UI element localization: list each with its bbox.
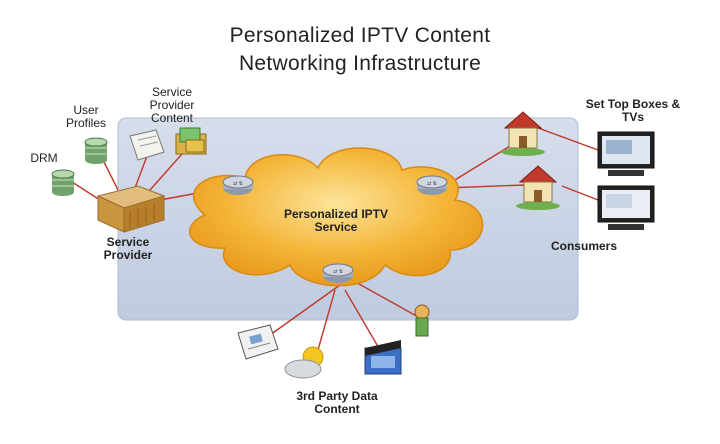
tv-monitor-icon [597,185,655,230]
service-provider-label: Service Provider [103,235,153,262]
house-icon [516,165,560,210]
diagram-title-line-2: Networking Infrastructure [238,52,482,75]
svg-text:⇄ ⇅: ⇄ ⇅ [233,181,243,187]
diagram-title-line-1: Personalized IPTV Content [229,24,491,47]
newspaper-icon [237,324,279,360]
clapperboard-icon [364,340,402,375]
weather-icon [284,346,324,379]
house-icon [501,111,545,156]
router-icon: ⇄ ⇅ [322,263,354,283]
set-top-boxes-label: Set Top Boxes & TVs [585,97,681,124]
box-icon [96,185,166,233]
consumers-label: Consumers [550,239,618,253]
service-provider-content-label: Service Provider Content [149,85,195,125]
user-profiles-label: User Profiles [65,103,106,130]
folder-icon [175,127,207,155]
database-icon [84,137,108,164]
third-party-label: 3rd Party Data Content [296,389,378,416]
drm-label: DRM [30,151,58,165]
sports-icon [414,304,430,337]
router-icon: ⇄ ⇅ [222,175,254,195]
document-icon [129,129,165,161]
tv-monitor-icon [597,131,655,176]
svg-text:⇄ ⇅: ⇄ ⇅ [427,181,437,187]
svg-text:⇄ ⇅: ⇄ ⇅ [333,269,343,275]
database-icon [51,169,75,196]
cloud-label: Personalized IPTV Service [283,207,389,234]
cloud-icon [188,147,484,287]
router-icon: ⇄ ⇅ [416,175,448,195]
